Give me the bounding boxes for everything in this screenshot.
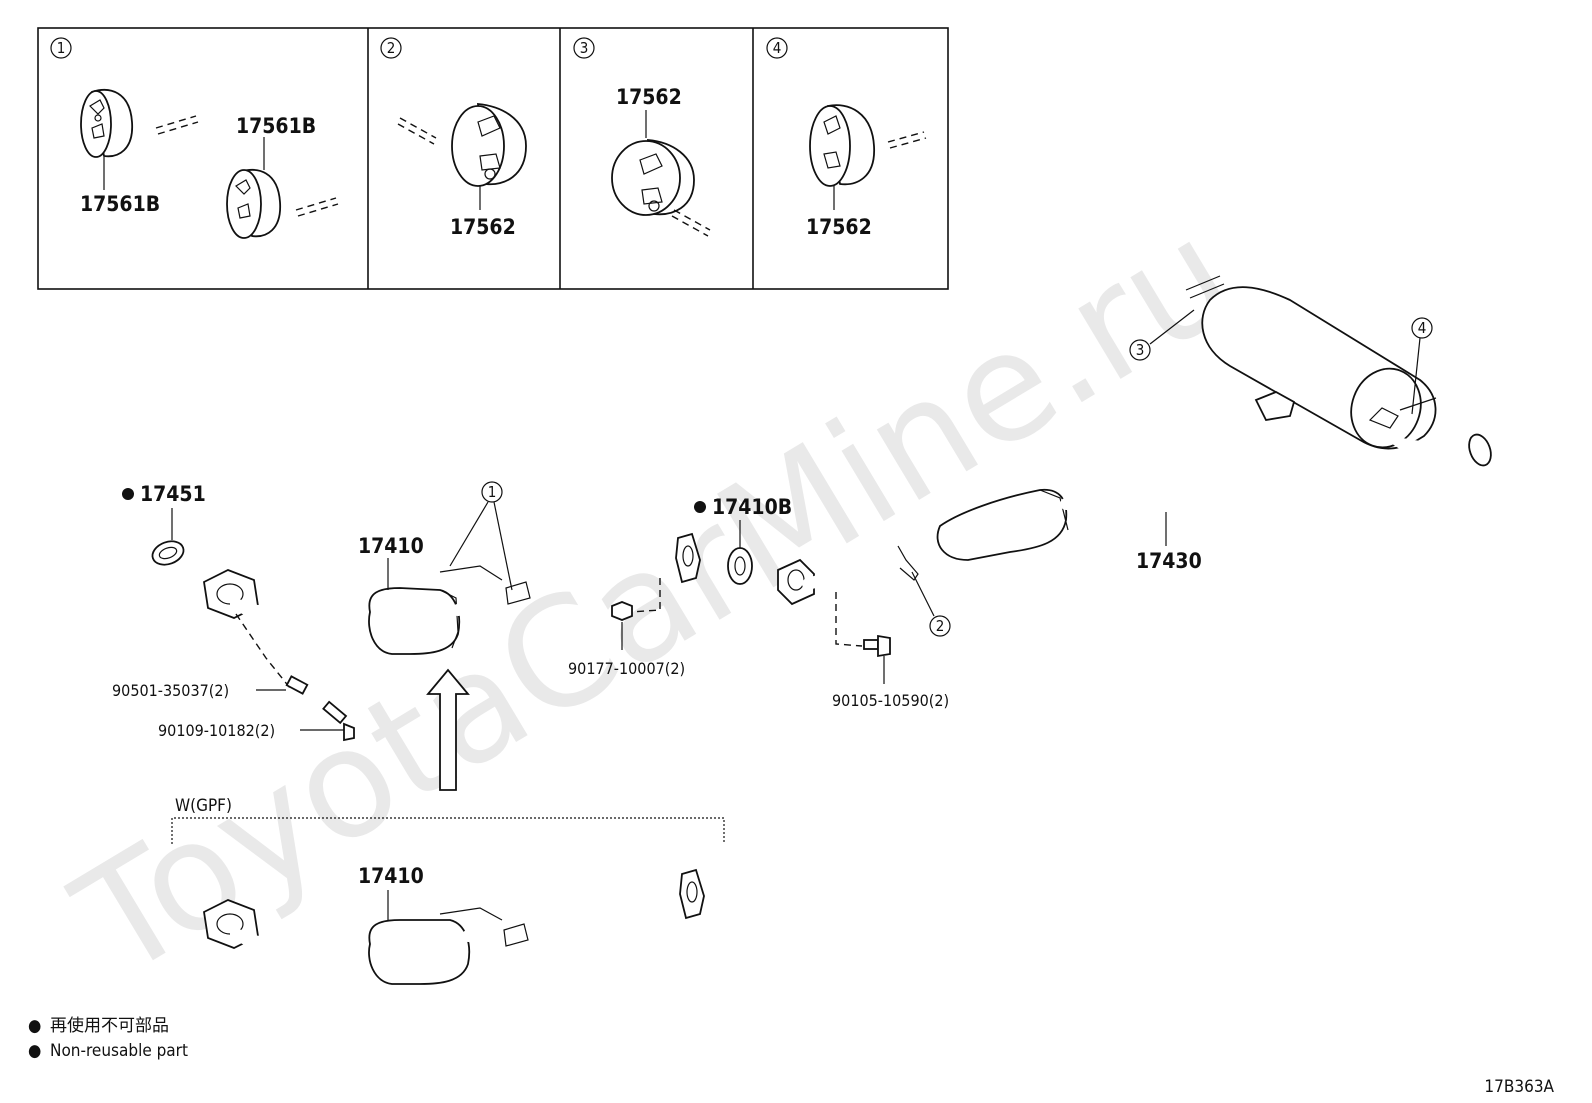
hanger-rod: [671, 209, 711, 237]
part-number-17561b: 17561B: [80, 192, 160, 216]
stud-bolt: [285, 675, 309, 695]
inset-panel-4: 4 17562: [766, 37, 927, 239]
part-number-90105-10590: 90105-10590(2): [832, 691, 949, 710]
inset-number-circle: [766, 37, 788, 59]
inset-number-circle: [573, 37, 595, 59]
diagram-code: 17B363A: [1484, 1077, 1554, 1097]
hanger-rod: [397, 117, 437, 145]
hanger-bracket: [897, 545, 919, 581]
fastener-guide: [235, 613, 291, 689]
center-gasket: 17410B: [694, 495, 792, 585]
nut: [611, 601, 633, 621]
inset-number-circle: [50, 37, 72, 59]
inset-panel-1: 1 17561B 17561B: [50, 37, 339, 239]
gpf-variant: W(GPF) 17410: [171, 796, 725, 985]
inset-panels: 1 17561B 17561B 2: [37, 27, 949, 290]
callout-circle: [929, 615, 951, 637]
catalytic-converter: [368, 587, 461, 655]
rubber-hanger: [451, 103, 527, 187]
variant-bracket: [171, 817, 725, 844]
callout-circle: [1411, 317, 1433, 339]
legend: ● 再使用不可部品 ● Non-reusable part: [28, 1015, 188, 1061]
callout-3: 3: [1136, 341, 1145, 359]
catalytic-converter-gpf: [368, 919, 471, 985]
leader-line: [449, 501, 489, 567]
front-pipe-assembly: 17451 1 17410 90501-35037(2): [112, 481, 701, 742]
variant-label: W(GPF): [175, 796, 232, 816]
part-number-90177-10007: 90177-10007(2): [568, 659, 685, 678]
bolt: [863, 639, 879, 650]
inset-number: 4: [773, 39, 782, 57]
inset-number-circle: [380, 37, 402, 59]
fastener-guide: [629, 578, 661, 613]
hanger-rod: [155, 115, 199, 135]
legend-bullet: ●: [28, 1041, 41, 1061]
leader-line: [493, 501, 513, 591]
part-number-17562: 17562: [806, 215, 872, 239]
inset-number: 3: [580, 39, 589, 57]
part-number-17562: 17562: [450, 215, 516, 239]
hanger-rod: [887, 131, 927, 149]
non-reusable-dot: [694, 501, 706, 513]
inset-number: 2: [387, 39, 396, 57]
part-number-17410b: 17410B: [712, 495, 792, 519]
part-number-17561b: 17561B: [236, 114, 316, 138]
up-arrow: [426, 668, 470, 791]
rubber-hanger: [80, 89, 133, 158]
leader-line: [1149, 309, 1195, 345]
rear-flange: [679, 868, 705, 920]
part-number-90501-35037: 90501-35037(2): [112, 681, 229, 700]
part-number-17451: 17451: [140, 482, 206, 506]
inset-panel-3: 3 17562: [573, 37, 711, 237]
gasket-17451: [151, 540, 185, 566]
callout-2: 2: [936, 617, 945, 635]
gasket-17410b: [727, 547, 753, 585]
tail-flange: [777, 558, 815, 606]
callout-circle: [481, 481, 503, 503]
rubber-hanger: [809, 104, 875, 187]
part-number-90109-10182: 90109-10182(2): [158, 721, 275, 740]
rubber-hanger: [611, 139, 695, 216]
tail-pipe-assembly: 2 3 4 17430 90105-10590(2): [777, 275, 1492, 710]
callout-4: 4: [1418, 319, 1427, 337]
inset-number: 1: [57, 39, 66, 57]
hanger-bracket: [439, 565, 531, 605]
rear-flange: [675, 532, 701, 584]
callout-1: 1: [488, 483, 497, 501]
part-number-17562: 17562: [616, 85, 682, 109]
legend-bullet: ●: [28, 1016, 41, 1036]
rubber-hanger: [226, 169, 281, 239]
part-number-17410: 17410: [358, 534, 424, 558]
leader-line: [911, 571, 935, 617]
hanger-bracket: [503, 923, 529, 947]
leader-line: [1411, 337, 1421, 415]
hanger-rod: [1185, 275, 1437, 411]
legend-en: Non-reusable part: [50, 1041, 188, 1061]
non-reusable-dot: [122, 488, 134, 500]
bolt: [322, 700, 348, 725]
inset-panel-2: 2 17562: [380, 37, 527, 239]
legend-jp: 再使用不可部品: [50, 1015, 169, 1036]
fastener-guide: [835, 592, 863, 647]
inset-frame: [37, 27, 949, 290]
callout-circle: [1129, 339, 1151, 361]
part-number-17430: 17430: [1136, 549, 1202, 573]
part-number-17410-gpf: 17410: [358, 864, 424, 888]
hanger-rod: [295, 197, 339, 217]
